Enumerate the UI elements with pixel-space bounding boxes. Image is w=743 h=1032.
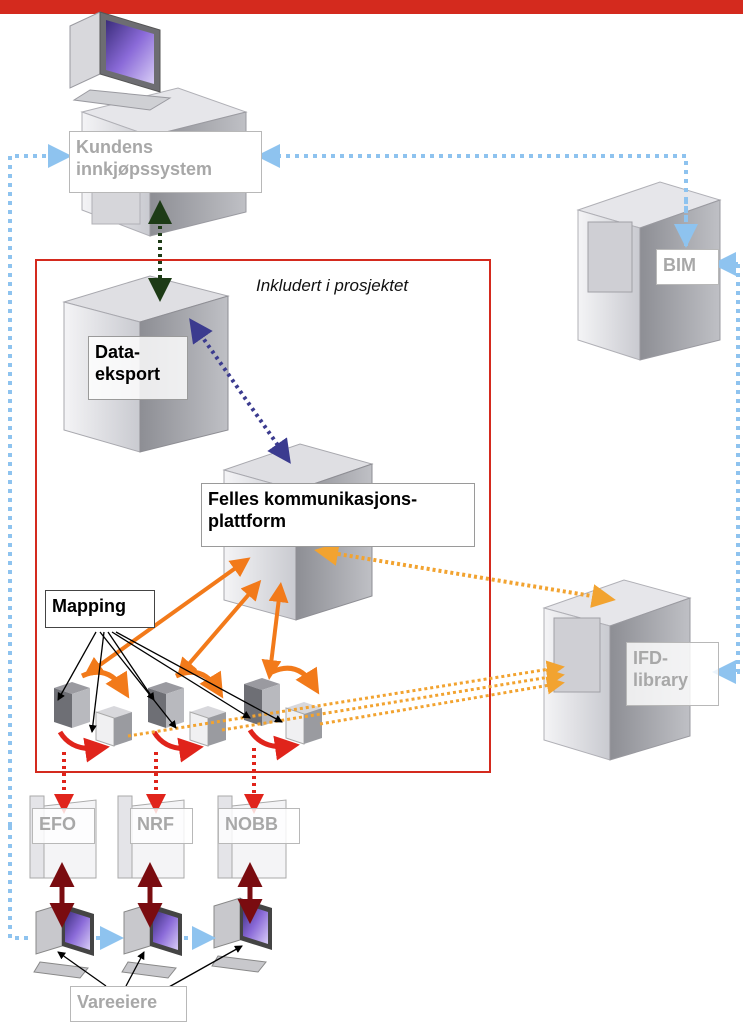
header-bar (0, 0, 743, 14)
mapping-label: Mapping (45, 590, 155, 628)
dataeksport-label-line1: Data- (95, 342, 141, 362)
kundens-label: Kundens innkjøpssystem (69, 131, 262, 193)
mapping-label-text: Mapping (52, 596, 126, 616)
felles-label: Felles kommunikasjons- plattform (201, 483, 475, 547)
dark-red-workstation-links (49, 862, 263, 928)
workstation-icon-group (33, 897, 272, 979)
kundens-label-line2: innkjøpssystem (76, 159, 213, 179)
ifd-label-line2: library (633, 670, 689, 690)
kundens-label-line1: Kundens (76, 137, 154, 157)
red-dotted-source-links (54, 748, 264, 814)
vareeiere-arrows (57, 945, 243, 993)
dataeksport-label-line2: eksport (95, 364, 161, 384)
blue-dotted-connectors (8, 144, 740, 950)
ifd-label: IFD- library (626, 642, 719, 706)
dataeksport-felles-link (189, 318, 291, 464)
vareeiere-label-text: Vareeiere (77, 992, 158, 1012)
nobb-label: NOBB (218, 808, 300, 844)
dataeksport-label: Data- eksport (88, 336, 188, 400)
desktop-computer-icon-top (69, 11, 172, 111)
felles-label-line1: Felles kommunikasjons- (208, 489, 418, 509)
bim-label-text: BIM (663, 255, 696, 275)
vareeiere-label: Vareeiere (70, 986, 187, 1022)
ifd-label-line1: IFD- (633, 648, 668, 668)
project-label: Inkludert i prosjektet (256, 276, 409, 295)
nrf-label: NRF (130, 808, 193, 844)
efo-label: EFO (32, 808, 95, 844)
orange-platform-links (83, 557, 289, 680)
felles-label-line2: plattform (208, 511, 286, 531)
nrf-label-text: NRF (137, 814, 174, 834)
mapping-arrows (57, 631, 283, 733)
project-frame (35, 259, 491, 773)
small-server-icon-group (54, 678, 322, 747)
efo-label-text: EFO (39, 814, 77, 834)
nobb-label-text: NOBB (225, 814, 278, 834)
bim-label: BIM (656, 249, 719, 285)
